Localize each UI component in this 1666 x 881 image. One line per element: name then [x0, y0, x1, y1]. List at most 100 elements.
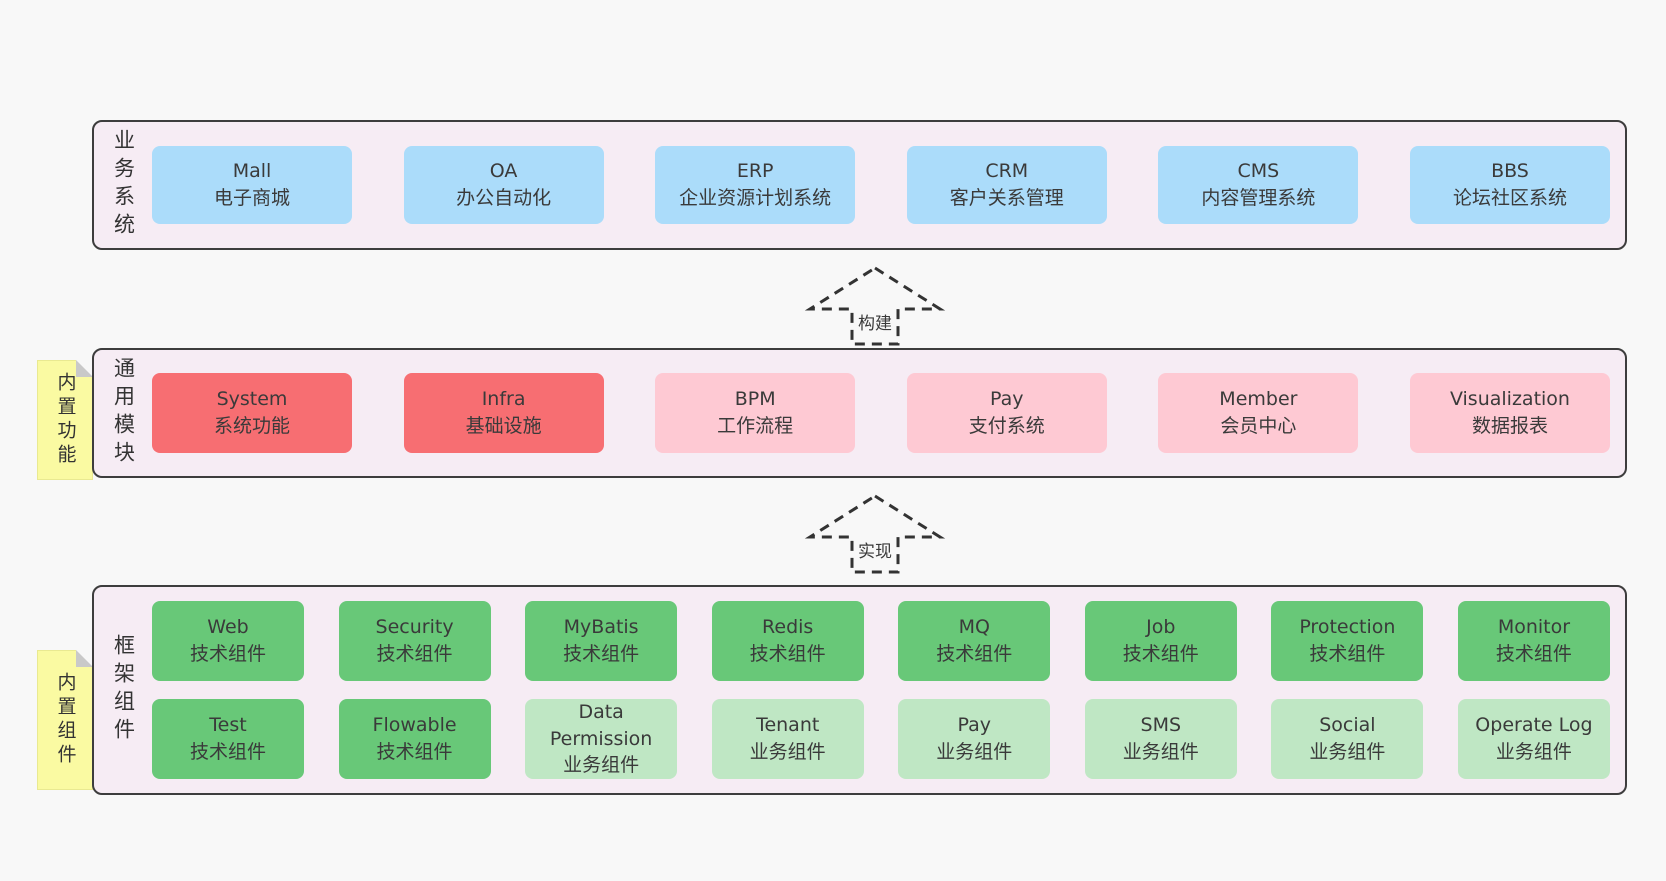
module-box-bbs: BBS 论坛社区系统: [1409, 146, 1610, 224]
box-subtitle: 数据报表: [1471, 415, 1548, 437]
module-box-social: Social 业务组件: [1271, 699, 1424, 779]
box-title: Monitor: [1497, 616, 1571, 639]
box-subtitle: 业务组件: [1495, 741, 1572, 763]
box-subtitle: 业务组件: [1309, 741, 1386, 763]
box-title: Visualization: [1449, 388, 1570, 411]
module-box-tenant: Tenant 业务组件: [711, 699, 864, 779]
build-arrow-label: 构建: [858, 314, 892, 334]
common-modules-label: 通用模块: [111, 357, 136, 469]
box-subtitle: 技术组件: [936, 643, 1013, 665]
box-title: SMS: [1140, 714, 1182, 737]
box-subtitle: 基础设施: [465, 415, 542, 437]
box-title: Pay: [957, 714, 992, 737]
box-title: Redis: [762, 616, 814, 639]
module-box-infra: Infra 基础设施: [403, 373, 604, 453]
module-box-redis: Redis 技术组件: [711, 601, 864, 681]
box-subtitle: 技术组件: [1122, 643, 1199, 665]
box-title: MyBatis: [563, 616, 639, 639]
module-box-operate-log: Operate Log 业务组件: [1457, 699, 1610, 779]
box-title: Job: [1146, 616, 1176, 639]
box-title: MQ: [958, 616, 990, 639]
box-title: Test: [209, 714, 247, 737]
module-box-mq: MQ 技术组件: [898, 601, 1051, 681]
build-arrow: 构建: [800, 262, 950, 347]
box-subtitle: 业务组件: [936, 741, 1013, 763]
box-subtitle: 工作流程: [717, 415, 794, 437]
box-title: Social: [1319, 714, 1376, 737]
box-subtitle: 论坛社区系统: [1452, 187, 1567, 209]
box-subtitle: 系统功能: [213, 415, 290, 437]
box-subtitle: 办公自动化: [456, 187, 552, 209]
layer-label-column: 框架组件: [94, 587, 152, 793]
box-title: Flowable: [372, 714, 457, 737]
module-box-member: Member 会员中心: [1158, 373, 1359, 453]
box-subtitle: 技术组件: [376, 741, 453, 763]
business-systems-label: 业务系统: [111, 129, 136, 241]
layer-label-column: 业务系统: [94, 122, 152, 248]
implement-arrow: 实现: [800, 490, 950, 575]
box-title: ERP: [736, 160, 774, 183]
box-title: Member: [1219, 388, 1298, 411]
box-subtitle: 业务组件: [563, 754, 640, 777]
built-in-components-label: 内置组件: [54, 672, 77, 768]
common-modules-layer: 通用模块 System 系统功能 Infra 基础设施 BPM 工作流程 Pay 支付系统 Me…: [92, 348, 1627, 478]
box-subtitle: 会员中心: [1220, 415, 1297, 437]
module-box-test: Test 技术组件: [152, 699, 304, 779]
box-subtitle: 技术组件: [189, 741, 266, 763]
dashed-up-arrow-icon: [804, 266, 946, 346]
layer-label-column: 通用模块: [94, 350, 152, 476]
dashed-up-arrow-icon: [804, 494, 946, 574]
module-box-protection: Protection 技术组件: [1271, 601, 1424, 681]
box-title: Tenant: [756, 714, 820, 737]
box-title: Mall: [232, 160, 272, 183]
module-box-mybatis: MyBatis 技术组件: [525, 601, 678, 681]
module-box-system: System 系统功能: [152, 373, 352, 453]
module-box-monitor: Monitor 技术组件: [1457, 601, 1610, 681]
module-box-job: Job 技术组件: [1084, 601, 1237, 681]
module-box-sms: SMS 业务组件: [1084, 699, 1237, 779]
box-subtitle: 企业资源计划系统: [679, 187, 832, 209]
box-subtitle: 技术组件: [1495, 643, 1572, 665]
module-box-pay: Pay 业务组件: [898, 699, 1051, 779]
box-title: Security: [375, 616, 454, 639]
box-title: Operate Log: [1475, 714, 1593, 737]
box-subtitle: 业务组件: [1122, 741, 1199, 763]
module-box-flowable: Flowable 技术组件: [338, 699, 491, 779]
box-title: Protection: [1299, 616, 1396, 639]
box-subtitle: 技术组件: [563, 643, 640, 665]
built-in-features-label: 内置功能: [54, 372, 77, 468]
module-box-crm: CRM 客户关系管理: [906, 146, 1107, 224]
box-subtitle: 支付系统: [968, 415, 1045, 437]
box-title: BBS: [1491, 160, 1529, 183]
framework-components-label: 框架组件: [111, 634, 136, 746]
module-box-pay: Pay 支付系统: [906, 373, 1107, 453]
box-title: CRM: [985, 160, 1029, 183]
business-systems-layer: 业务系统 Mall 电子商城 OA 办公自动化 ERP 企业资源计划系统 CRM 客户关系管理…: [92, 120, 1627, 250]
box-subtitle: 业务组件: [749, 741, 826, 763]
box-subtitle: 客户关系管理: [949, 187, 1064, 209]
box-title: Web: [207, 616, 249, 639]
built-in-features-sticky-note: 内置功能: [37, 360, 93, 480]
box-subtitle: 电子商城: [213, 187, 290, 209]
module-box-visualization: Visualization 数据报表: [1409, 373, 1610, 453]
business-box-row: Mall 电子商城 OA 办公自动化 ERP 企业资源计划系统 CRM 客户关系管理 CMS 内容…: [152, 146, 1610, 224]
box-subtitle: 技术组件: [749, 643, 826, 665]
box-subtitle: 技术组件: [189, 643, 266, 665]
modules-boxes-area: System 系统功能 Infra 基础设施 BPM 工作流程 Pay 支付系统 Member 会…: [152, 350, 1625, 476]
business-boxes-area: Mall 电子商城 OA 办公自动化 ERP 企业资源计划系统 CRM 客户关系管理 CMS 内容…: [152, 122, 1625, 248]
box-subtitle: 内容管理系统: [1201, 187, 1316, 209]
box-title: OA: [489, 160, 518, 183]
box-title: System: [216, 388, 288, 411]
module-box-web: Web 技术组件: [152, 601, 304, 681]
module-box-mall: Mall 电子商城: [152, 146, 352, 224]
box-subtitle: 技术组件: [376, 643, 453, 665]
box-subtitle: 技术组件: [1309, 643, 1386, 665]
box-title: Infra: [481, 388, 526, 411]
box-title: Pay: [990, 388, 1024, 411]
box-title: BPM: [734, 388, 776, 411]
box-title: CMS: [1237, 160, 1280, 183]
